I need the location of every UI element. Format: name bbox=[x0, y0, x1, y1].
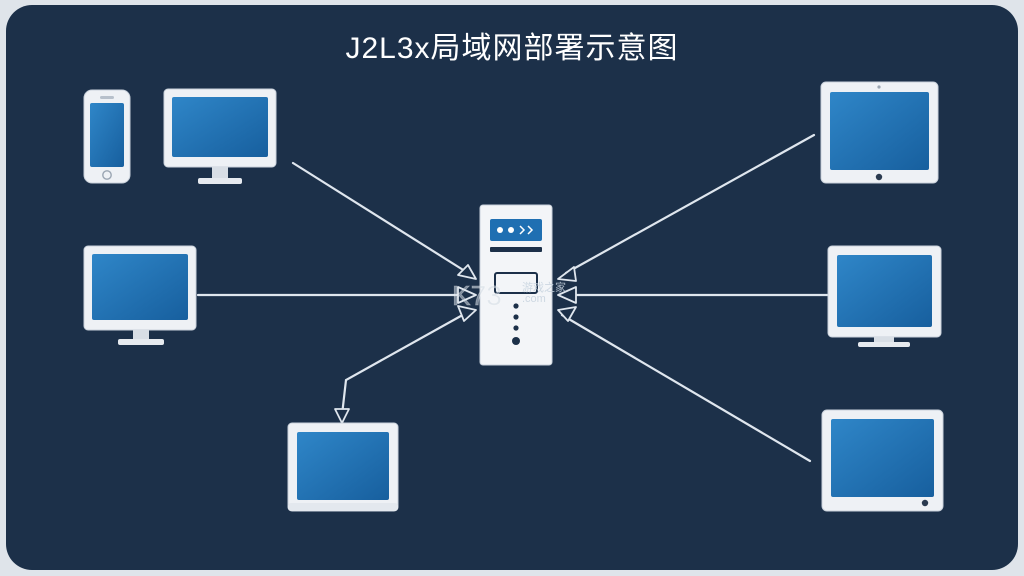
link-line-bottom bbox=[340, 310, 470, 417]
watermark-line-1: 游戏之家 bbox=[522, 282, 566, 294]
server-icon bbox=[479, 204, 553, 366]
laptop-icon bbox=[287, 422, 399, 512]
tablet-icon bbox=[820, 81, 939, 184]
arrowhead-bottom-left bbox=[457, 305, 477, 322]
arrowhead-left bbox=[457, 286, 477, 304]
arrowhead-right bbox=[557, 286, 577, 304]
monitor-icon bbox=[827, 245, 942, 347]
diagram-canvas: J2L3x局域网部署示意图 bbox=[6, 5, 1018, 570]
watermark-logo: K73 bbox=[452, 280, 502, 311]
arrowhead-top-left bbox=[457, 264, 477, 280]
arrowhead-bottom-right bbox=[557, 306, 577, 322]
link-line-bottom-right bbox=[560, 313, 812, 463]
diagram-title: J2L3x局域网部署示意图 bbox=[345, 32, 679, 65]
smartphone-icon bbox=[83, 89, 131, 184]
watermark-text: 游戏之家 .com bbox=[522, 283, 566, 305]
monitor-icon bbox=[83, 245, 197, 345]
link-line-top-left bbox=[291, 161, 470, 275]
link-line-top-right bbox=[564, 133, 816, 275]
network-diagram: K73 bbox=[83, 81, 944, 512]
arrowhead-bottom bbox=[334, 408, 350, 424]
tablet-icon bbox=[821, 409, 944, 512]
arrowhead-top-right bbox=[557, 266, 577, 282]
monitor-icon bbox=[163, 88, 277, 184]
watermark-line-2: .com bbox=[522, 293, 546, 305]
